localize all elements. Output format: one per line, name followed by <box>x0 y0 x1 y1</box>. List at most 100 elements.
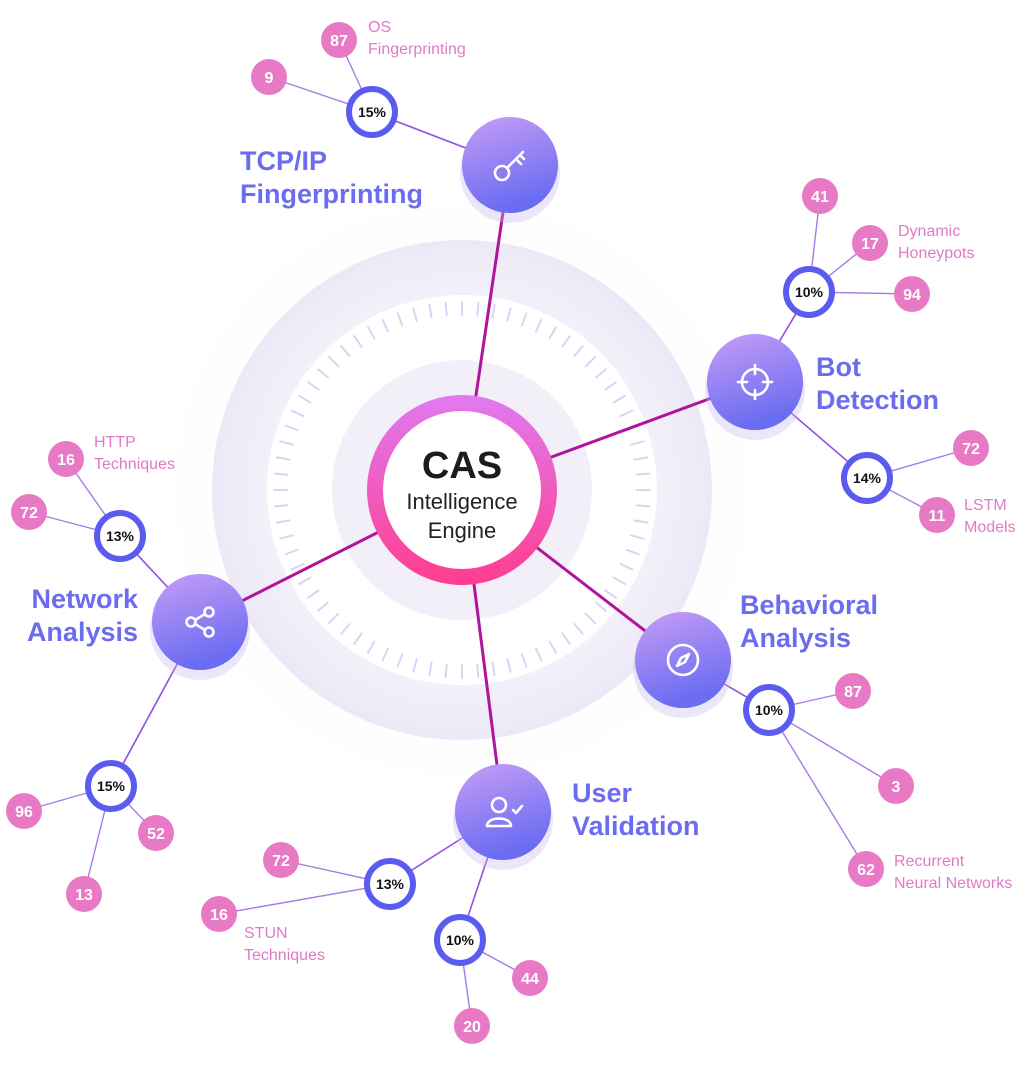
tick-mark <box>595 368 608 379</box>
tick-mark <box>353 632 363 646</box>
compass-icon <box>666 643 700 677</box>
tick-mark <box>619 409 634 418</box>
tick-mark <box>506 307 512 322</box>
tick-mark <box>595 601 608 612</box>
tick-mark <box>381 647 390 662</box>
tick-mark <box>548 326 557 340</box>
node-label-usr: User <box>572 778 633 808</box>
percent-ring <box>783 266 835 318</box>
share-icon <box>185 606 215 638</box>
value-badge <box>953 430 989 466</box>
tick-mark <box>534 647 543 662</box>
value-caption: Recurrent <box>894 853 965 870</box>
node-label-usr: Validation <box>572 811 700 841</box>
value-caption: Dynamic <box>898 223 960 240</box>
value-label: 94 <box>903 287 921 304</box>
tick-mark <box>396 653 404 668</box>
node-label-bot: Bot <box>816 352 861 382</box>
value-badge <box>138 815 174 851</box>
tick-mark <box>630 440 645 446</box>
tick-mark <box>275 456 291 461</box>
tick-mark <box>612 576 626 585</box>
value-label: 16 <box>57 452 75 469</box>
share-icon-links <box>193 612 207 632</box>
node-bot[interactable] <box>707 334 803 430</box>
tick-mark <box>328 356 340 368</box>
value-label: 52 <box>147 826 165 843</box>
tick-mark <box>316 368 329 379</box>
key-icon <box>493 150 526 182</box>
tick-mark <box>367 640 376 654</box>
tick-mark <box>625 548 640 556</box>
percent-label: 14% <box>853 470 882 486</box>
value-caption: HTTP <box>94 434 136 451</box>
tick-mark <box>340 623 351 636</box>
key-icon-ring <box>493 164 511 182</box>
value-label: 20 <box>463 1019 481 1036</box>
value-label: 87 <box>844 684 862 701</box>
tick-mark <box>584 612 596 624</box>
value-caption: STUN <box>244 925 288 942</box>
value-badge <box>835 673 871 709</box>
value-label: 13 <box>75 887 93 904</box>
tick-mark <box>520 653 528 668</box>
tick-mark <box>412 307 418 322</box>
value-label: 44 <box>521 971 539 988</box>
value-label: 72 <box>272 853 290 870</box>
tick-mark <box>633 519 649 524</box>
percent-ring <box>94 510 146 562</box>
tick-mark <box>298 395 312 404</box>
tick-mark <box>491 661 496 677</box>
tick-mark <box>506 658 512 673</box>
user-icon-body <box>485 817 513 828</box>
value-label: 11 <box>929 508 946 525</box>
percent-label: 10% <box>446 932 475 948</box>
tick-mark <box>491 303 496 319</box>
value-badge <box>48 441 84 477</box>
node-net[interactable] <box>152 574 248 670</box>
hub-title: CAS <box>422 445 502 487</box>
tick-mark <box>561 334 571 348</box>
tick-mark <box>306 381 320 391</box>
value-caption: Neural Networks <box>894 875 1012 892</box>
tick-mark <box>396 312 404 327</box>
tick-mark <box>604 589 618 599</box>
compass-icon-ring <box>666 643 700 677</box>
value-badge <box>848 851 884 887</box>
value-caption: Honeypots <box>898 245 975 262</box>
tick-mark <box>635 472 651 476</box>
user-icon-head <box>490 796 508 814</box>
value-badge <box>263 842 299 878</box>
tick-mark <box>381 318 390 333</box>
value-badge <box>919 497 955 533</box>
value-label: 41 <box>811 189 829 206</box>
value-badge <box>852 225 888 261</box>
tick-mark <box>353 334 363 348</box>
percent-ring <box>743 684 795 736</box>
value-caption: OS <box>368 19 391 36</box>
diagram-nodes: CASIntelligenceEngineTCP/IPFingerprintin… <box>6 19 1016 1044</box>
tick-mark <box>534 318 543 333</box>
tick-ring <box>273 301 651 679</box>
tick-mark <box>273 472 289 476</box>
node-beh[interactable] <box>635 612 731 708</box>
value-caption: Techniques <box>94 456 175 473</box>
percent-ring <box>841 452 893 504</box>
value-label: 96 <box>15 804 33 821</box>
tick-mark <box>284 548 299 556</box>
tick-mark <box>279 440 294 446</box>
tick-mark <box>548 640 557 654</box>
value-badge <box>321 22 357 58</box>
user-check-icon <box>485 796 524 828</box>
value-caption: Models <box>964 519 1016 536</box>
tick-mark <box>306 589 320 599</box>
share-icon-node <box>203 626 215 638</box>
percent-label: 13% <box>376 876 405 892</box>
value-label: 16 <box>210 907 228 924</box>
tick-mark <box>367 326 376 340</box>
value-caption: Fingerprinting <box>368 41 466 58</box>
value-badge <box>512 960 548 996</box>
check-icon <box>511 804 524 815</box>
value-caption: Techniques <box>244 947 325 964</box>
